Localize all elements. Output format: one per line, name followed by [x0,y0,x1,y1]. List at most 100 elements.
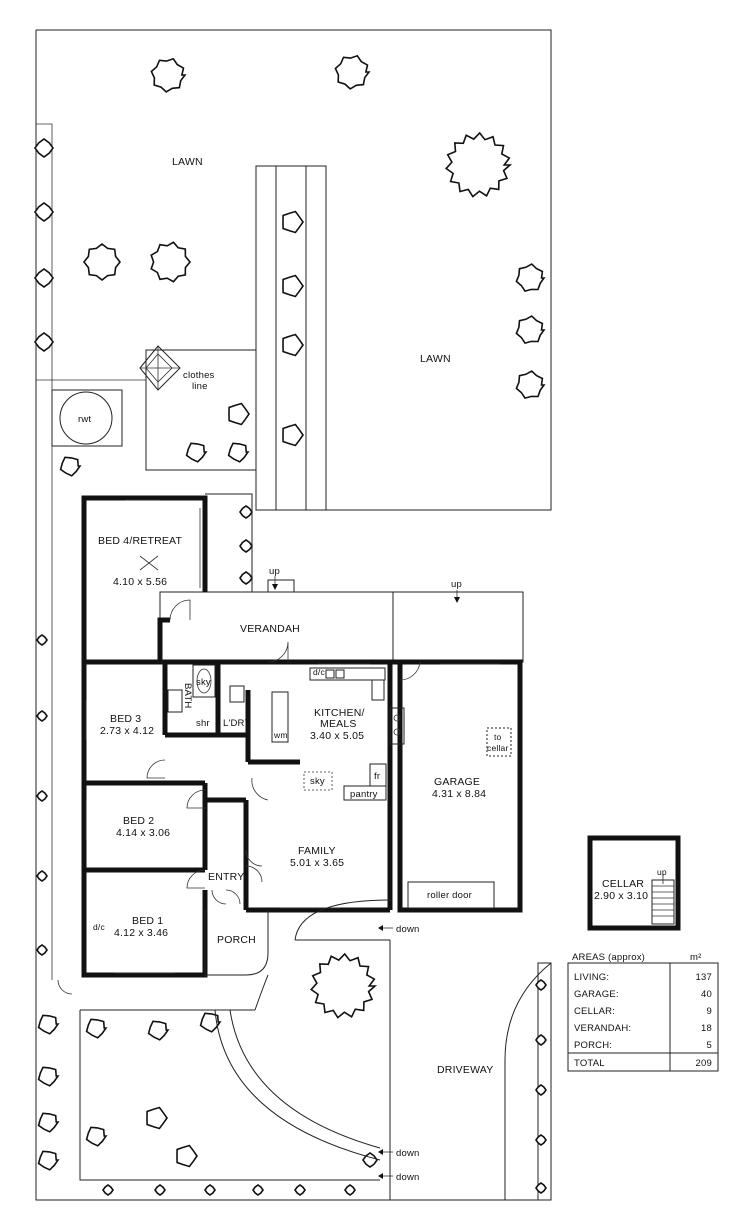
tree-icon [150,241,192,283]
tree-icon [535,1084,547,1096]
areas-row-value: 137 [696,972,712,983]
fridge-label: fr [374,771,380,782]
tree-icon [334,54,371,90]
tree-icon [82,242,122,282]
down-label-2: down [396,1148,420,1159]
doors [57,599,421,995]
clothes-line-area [139,345,257,471]
areas-unit: m² [690,952,701,963]
areas-total-value: 209 [696,1058,712,1069]
front-garden [79,899,552,1200]
skylight-label: sky [310,776,325,787]
tree-icon [282,274,304,298]
bed2-name: BED 2 [123,815,154,827]
verandah-area [159,493,524,663]
tree-icon [199,1012,222,1033]
rwt-label: rwt [78,414,91,425]
areas-total-label: TOTAL [574,1058,605,1069]
tree-icon [535,1134,547,1146]
tree-icon [176,1144,198,1168]
tree-icon [150,57,187,93]
family-name: FAMILY [298,845,336,857]
tree-icon [34,138,54,158]
roller-door-label: roller door [427,890,472,901]
shower-label: shr [196,718,210,729]
tree-icon [515,263,546,293]
pantry-label: pantry [350,789,378,800]
entry-label: ENTRY [208,871,244,883]
laundry-label: L'DRY [223,718,251,729]
tree-icon [535,1182,547,1194]
tree-icon [34,332,54,352]
rainwater-tank [51,389,123,447]
tree-icon [252,1184,264,1196]
tree-icon [37,1014,60,1035]
tree-icon [282,333,304,357]
areas-row-value: 18 [701,1023,712,1034]
property-boundary [35,29,552,1201]
tree-icon [515,315,546,345]
tree-icon [37,1112,60,1133]
tree-icon [282,423,304,447]
wm-label: wm [273,730,288,740]
tree-icon [239,539,253,553]
tree-icon [310,952,378,1019]
tree-icon [535,979,547,991]
garage-name: GARAGE [434,776,480,788]
tree-icon [185,442,208,463]
tree-icon [37,1150,60,1171]
porch [204,910,269,976]
tree-icon [85,1018,108,1039]
areas-row-label: VERANDAH: [574,1023,631,1034]
tree-icon [102,1184,114,1196]
down-label-3: down [396,1172,420,1183]
areas-rows: LIVING:137GARAGE:40CELLAR:9VERANDAH:18PO… [574,972,712,1051]
tree-icon [146,1106,168,1130]
tree-icon [204,1184,216,1196]
trees [34,54,547,1196]
windows [85,499,500,974]
arrows [272,576,460,1179]
bed4-name: BED 4/RETREAT [98,535,182,547]
tree-icon [535,1034,547,1046]
areas-row-value: 40 [701,989,712,1000]
bed2-size: 4.14 x 3.06 [116,827,170,839]
areas-row-label: GARAGE: [574,989,619,1000]
tree-icon [37,1066,60,1087]
bed3-size: 2.73 x 4.12 [100,725,154,737]
bed3-name: BED 3 [110,713,141,725]
kitchen-size: 3.40 x 5.05 [310,730,364,742]
cellar-name: CELLAR [602,878,644,890]
tree-icon [228,402,250,426]
bed1-name: BED 1 [132,915,163,927]
clothes-line-label-2: line [192,381,208,392]
lawn-top-label: LAWN [172,156,203,168]
tree-icon [282,210,304,234]
kitchen-name-2: MEALS [320,718,357,730]
tree-icon [36,944,48,956]
clothes-line-icon [139,345,181,391]
tree-icon [154,1184,166,1196]
areas-table [567,962,719,1072]
up-garage-label: up [451,579,462,590]
tree-icon [227,442,250,463]
to-cellar-label-1: to [494,732,502,742]
ceiling-fan-icon [139,555,159,571]
porch-label: PORCH [217,934,256,946]
cellar-size: 2.90 x 3.10 [594,890,648,902]
tree-icon [147,1020,170,1041]
garden-path [255,165,327,511]
verandah-label: VERANDAH [240,623,300,635]
areas-header: AREAS (approx) [572,952,645,963]
down-label-1: down [396,924,420,935]
areas-row-label: LIVING: [574,972,609,983]
garage-size: 4.31 x 8.84 [432,788,486,800]
tree-icon [515,370,546,400]
lawn-right-label: LAWN [420,353,451,365]
tree-icon [34,268,54,288]
up-verandah-label: up [269,566,280,577]
sky-bath-label: sky [196,677,211,688]
areas-row-value: 5 [707,1040,712,1051]
kitchen-dc-label: d/c [313,667,325,677]
